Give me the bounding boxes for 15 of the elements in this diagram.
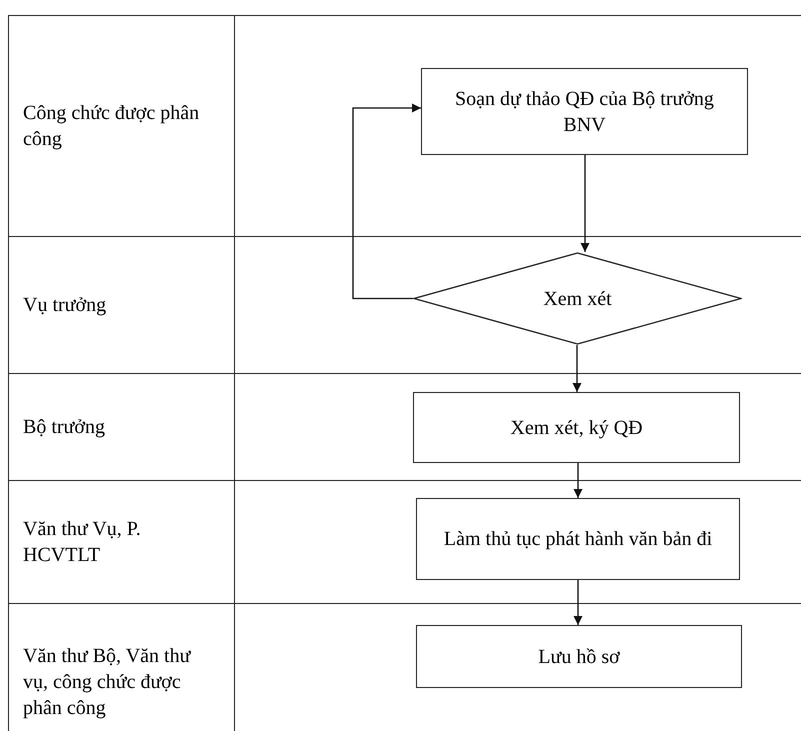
arrow	[572, 345, 582, 392]
lane-label: Văn thư Vụ, P. HCVTLT	[23, 517, 142, 568]
arrow	[580, 155, 590, 252]
decision-diamond: Xem xét	[413, 252, 742, 345]
lane-label: Bộ trưởng	[23, 415, 105, 440]
process-box: Xem xét, ký QĐ	[413, 392, 740, 463]
arrow	[352, 104, 421, 300]
arrow	[574, 463, 582, 498]
lane-label: Công chức được phân công	[23, 101, 200, 152]
process-box: Soạn dự thảo QĐ của Bộ trưởng BNV	[421, 68, 748, 155]
process-box: Lưu hồ sơ	[416, 625, 742, 688]
arrow	[574, 580, 582, 625]
lane-label: Vụ trưởng	[23, 293, 106, 318]
process-box: Làm thủ tục phát hành văn bản đi	[416, 498, 740, 580]
lane-label: Văn thư Bộ, Văn thư vụ, công chức được phân công	[23, 644, 192, 721]
